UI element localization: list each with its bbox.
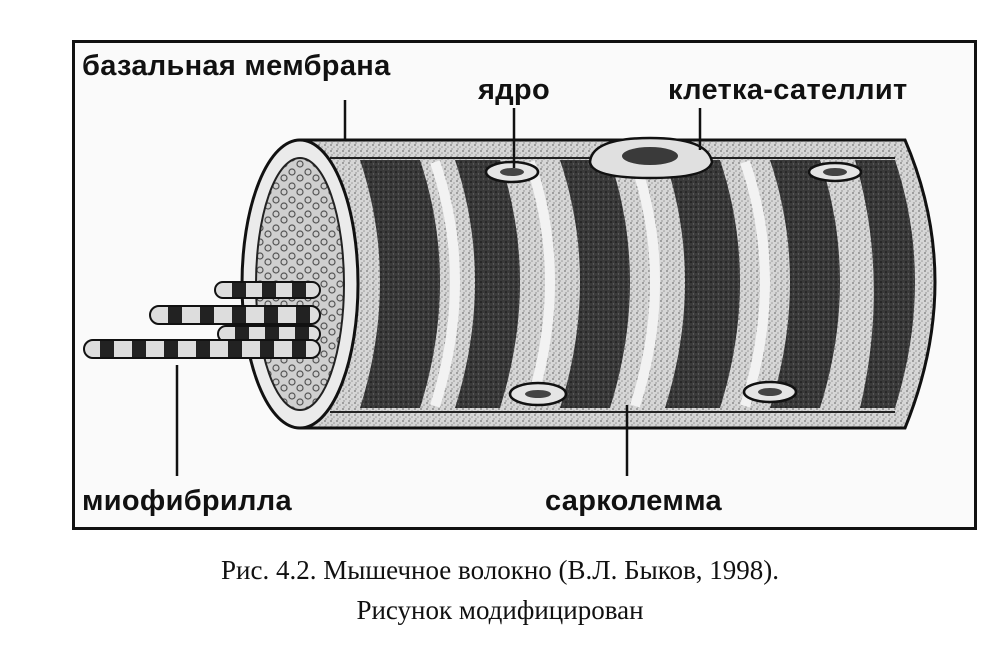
nucleus-top: [484, 160, 540, 184]
nucleus-bottom-left: [508, 381, 568, 407]
leader-lines: [175, 100, 702, 476]
myofibril-bands: [360, 160, 915, 408]
label-sarcolemma: сарколемма: [545, 485, 722, 517]
figure-caption: Рис. 4.2. Мышечное волокно (В.Л. Быков, …: [0, 550, 1000, 630]
caption-line-1: Рис. 4.2. Мышечное волокно (В.Л. Быков, …: [221, 555, 779, 585]
label-basal-membrane: базальная мембрана: [82, 50, 391, 82]
nucleus-bottom-right: [742, 380, 798, 404]
satellite-cell: [588, 136, 714, 180]
label-myofibril: миофибрилла: [82, 485, 292, 517]
light-bands: [430, 160, 770, 408]
label-nucleus: ядро: [478, 74, 550, 106]
caption-line-2: Рисунок модифицирован: [356, 595, 644, 625]
myofibril-rod: [83, 339, 321, 359]
myofibril-rod: [217, 325, 321, 343]
myofibril-rod: [214, 281, 321, 299]
myofibril-rod: [149, 305, 321, 325]
label-satellite-cell: клетка-сателлит: [668, 74, 908, 106]
myofibrils-protruding: [83, 281, 321, 359]
nucleus-top-right: [807, 161, 863, 183]
